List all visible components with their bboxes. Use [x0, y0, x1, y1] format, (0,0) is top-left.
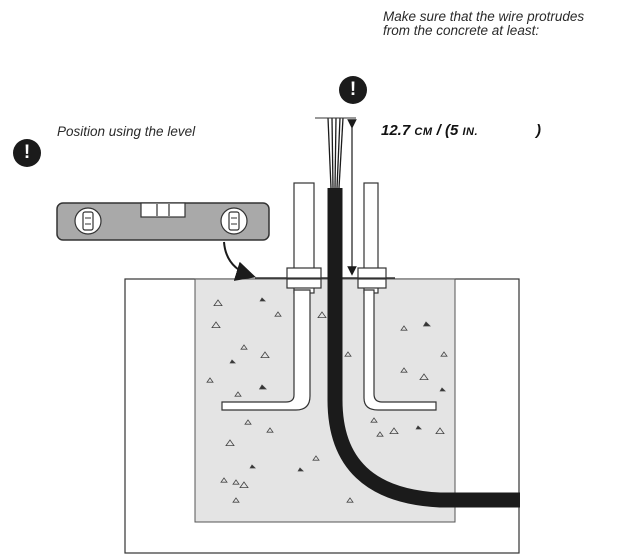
concrete-speckle [419, 373, 429, 380]
anchor-bolt-left [221, 182, 322, 411]
concrete-speckle [249, 464, 256, 469]
concrete-speckle [244, 419, 252, 425]
measurement-separator: / ( [432, 122, 450, 139]
concrete-speckle [370, 417, 378, 423]
measurement-value-imperial: 5 [449, 122, 459, 139]
concrete-speckles [206, 297, 448, 503]
concrete-speckle [440, 351, 448, 357]
concrete-speckle [439, 387, 446, 392]
concrete-speckle [344, 351, 352, 357]
concrete-speckle [415, 425, 422, 430]
concrete-speckle [274, 311, 282, 317]
concrete-speckle [297, 467, 304, 472]
concrete-speckle [260, 351, 270, 358]
concrete-speckle [400, 325, 408, 331]
concrete-speckle [422, 321, 431, 327]
concrete-speckle [225, 439, 235, 446]
concrete-speckle [206, 377, 214, 383]
spirit-level-icon [56, 202, 270, 241]
measurement-value: 12.7 [381, 122, 411, 139]
measurement-unit-imperial: IN. [462, 126, 479, 138]
wire-protrusion-note-line-1: Make sure that the wire protrudes [383, 9, 585, 24]
concrete-speckle [232, 479, 240, 485]
concrete-block [194, 278, 456, 523]
concrete-speckle [211, 321, 221, 328]
concrete-speckle [266, 427, 274, 433]
concrete-speckle [259, 297, 266, 302]
concrete-speckle [234, 391, 242, 397]
warning-icon: ! [339, 76, 367, 104]
concrete-speckle [346, 497, 354, 503]
concrete-speckle [400, 367, 408, 373]
warning-icon: ! [13, 139, 41, 167]
concrete-speckle [239, 481, 249, 488]
concrete-speckle [435, 427, 445, 434]
concrete-speckle [389, 427, 399, 434]
concrete-speckle [240, 344, 248, 350]
wire-protrusion-note-line-2: from the concrete at least: [383, 23, 540, 38]
arrow-icon [223, 241, 256, 281]
wire-strands [327, 117, 344, 189]
power-cable [327, 188, 520, 508]
level-note: Position using the level [57, 124, 196, 139]
wire-protrusion-note: Make sure that the wire protrudes from t… [383, 10, 584, 38]
concrete-speckle [258, 384, 267, 390]
concrete-speckle [232, 497, 240, 503]
measurement-unit-metric: CM [414, 126, 433, 138]
protrusion-measurement: 12.7 CM / (5 IN. ) [381, 122, 541, 139]
measurement-close: ) [536, 122, 541, 139]
concrete-speckle [317, 311, 327, 318]
concrete-speckle [376, 431, 384, 437]
concrete-speckle [229, 359, 236, 364]
concrete-speckle [213, 299, 223, 306]
anchor-bolt-right [357, 182, 437, 411]
concrete-speckle [312, 455, 320, 461]
concrete-speckle [220, 477, 228, 483]
